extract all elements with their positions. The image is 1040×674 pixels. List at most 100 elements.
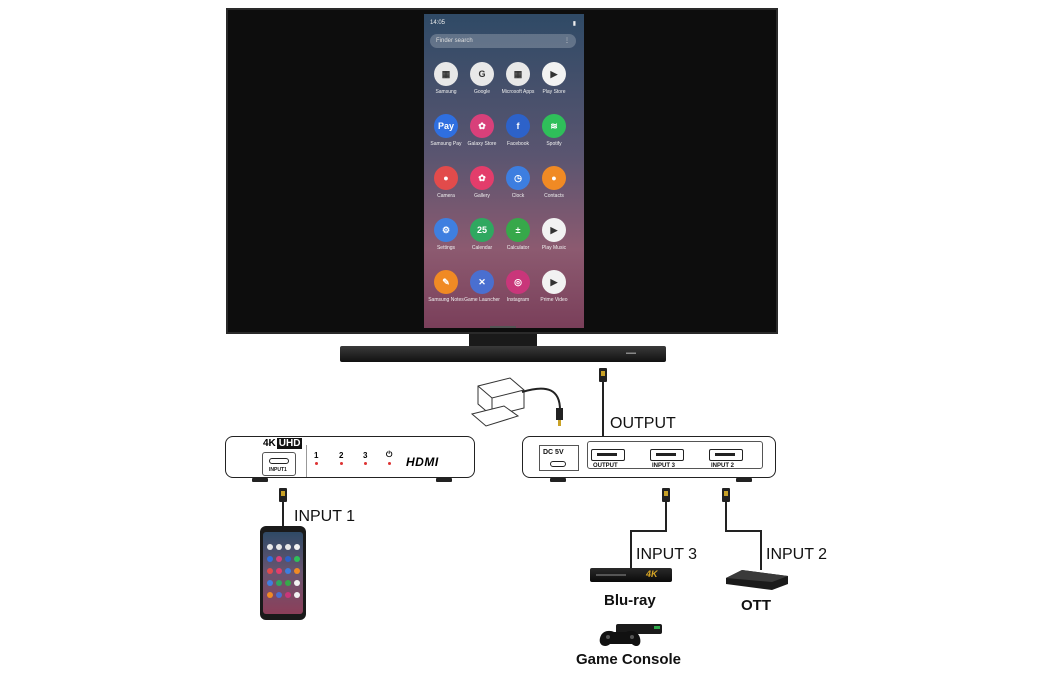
led-2: 2: [339, 451, 344, 460]
app-label: Samsung Notes: [428, 297, 464, 303]
mini-app-icon: [294, 580, 300, 586]
app-label: Galaxy Store: [467, 141, 497, 147]
mini-app-icon: [294, 592, 300, 598]
app-label: Instagram: [506, 297, 530, 303]
led-dot-power: [388, 462, 391, 465]
calculator-icon: ±: [506, 218, 530, 242]
prime-video-icon: ▶: [542, 270, 566, 294]
app-samsung[interactable]: ▦Samsung: [426, 62, 466, 95]
app-instagram[interactable]: ◎ Instagram: [498, 270, 538, 303]
mini-app-icon: [276, 592, 282, 598]
instagram-icon: ◎: [506, 270, 530, 294]
led-1: 1: [314, 451, 319, 460]
tv-stand-logo: ▬▬: [626, 350, 636, 356]
app-label: Play Music: [541, 245, 567, 251]
input3-cable-horizontal: [630, 530, 667, 532]
calendar-icon: 25: [470, 218, 494, 242]
samsung-pay-icon: Pay: [434, 114, 458, 138]
output-hdmi-plug: [599, 368, 607, 382]
app-label: Calculator: [506, 245, 530, 251]
app-contacts[interactable]: ●Contacts: [534, 166, 574, 199]
mini-app-icon: [267, 568, 273, 574]
mini-app-icon: [294, 556, 300, 562]
label-bluray: Blu-ray: [604, 592, 656, 609]
label-ott: OTT: [741, 597, 771, 614]
app-calculator[interactable]: ± Calculator: [498, 218, 538, 251]
app-label: Facebook: [507, 141, 529, 147]
camera-icon: ●: [434, 166, 458, 190]
app-game-launcher[interactable]: ✕Game Launcher: [462, 270, 502, 303]
power-adapter-icon: [470, 377, 563, 427]
led-dot-1: [315, 462, 318, 465]
label-input-1: INPUT 1: [294, 508, 356, 525]
app-galaxy-store[interactable]: ✿Galaxy Store: [462, 114, 502, 147]
panel-divider: [306, 445, 307, 477]
mini-app-icon: [285, 556, 291, 562]
app-label: Spotify: [546, 141, 562, 147]
smartphone-screen: [263, 532, 303, 614]
clock-icon: ◷: [506, 166, 530, 190]
battery-icon: ▮: [572, 21, 576, 27]
hdmi-port-input-2[interactable]: [709, 449, 743, 461]
page-indicator: [496, 318, 512, 322]
input2-hdmi-plug: [722, 488, 730, 502]
label-game-console: Game Console: [576, 651, 682, 668]
finder-search-bar[interactable]: Finder search ⋮: [430, 34, 576, 48]
hdmi-port-bay: [587, 441, 763, 469]
mini-app-icon: [276, 544, 282, 550]
port-label-input-3: INPUT 3: [652, 463, 676, 469]
app-samsung-notes[interactable]: ✎Samsung Notes: [426, 270, 466, 303]
app-clock[interactable]: ◷ Clock: [498, 166, 538, 199]
app-play-store[interactable]: ▶Play Store: [534, 62, 574, 95]
input3-cable-drop: [630, 530, 632, 570]
app-settings[interactable]: ⚙Settings: [426, 218, 466, 251]
app-spotify[interactable]: ≋Spotify: [534, 114, 574, 147]
more-options-icon[interactable]: ⋮: [564, 38, 570, 44]
mini-app-icon: [267, 580, 273, 586]
mini-app-icon: [276, 580, 282, 586]
mini-app-icon: [294, 544, 300, 550]
tv-brand-logo: [490, 326, 516, 328]
dc-5v-label: DC 5V: [543, 449, 564, 456]
dc-power-port[interactable]: [550, 461, 566, 467]
output-hdmi-cable: [602, 382, 604, 446]
status-time: 14:05: [430, 20, 446, 26]
app-label: Clock: [511, 193, 525, 199]
app-play-music[interactable]: ▶Play Music: [534, 218, 574, 251]
smartphone: [260, 526, 306, 620]
game-console-icon: [599, 624, 662, 646]
mini-app-icon: [285, 544, 291, 550]
samsung-icon: ▦: [434, 62, 458, 86]
mini-app-icon: [285, 568, 291, 574]
label-output: OUTPUT: [610, 415, 676, 432]
mini-app-icon: [267, 544, 273, 550]
led-dot-3: [364, 462, 367, 465]
microsoft-apps-icon: ▦: [506, 62, 530, 86]
switch-back-foot-right: [736, 478, 752, 482]
app-label: Prime Video: [540, 297, 568, 303]
label-input-3: INPUT 3: [636, 546, 698, 563]
hdmi-port-output[interactable]: [591, 449, 625, 461]
usb-port-label: INPUT1: [269, 467, 287, 473]
tv-stand-base: ▬▬: [340, 346, 666, 362]
switch-front-foot-right: [436, 478, 452, 482]
contacts-icon: ●: [542, 166, 566, 190]
app-prime-video[interactable]: ▶ Prime Video: [534, 270, 574, 303]
app-gallery[interactable]: ✿Gallery: [462, 166, 502, 199]
app-camera[interactable]: ●Camera: [426, 166, 466, 199]
led-dot-2: [340, 462, 343, 465]
mini-app-icon: [285, 580, 291, 586]
app-label: Play Store: [542, 89, 566, 95]
app-microsoft-apps[interactable]: ▦Microsoft Apps: [498, 62, 538, 95]
input2-cable-horizontal: [725, 530, 762, 532]
usb-c-port[interactable]: [269, 458, 289, 464]
hdmi-port-input-3[interactable]: [650, 449, 684, 461]
